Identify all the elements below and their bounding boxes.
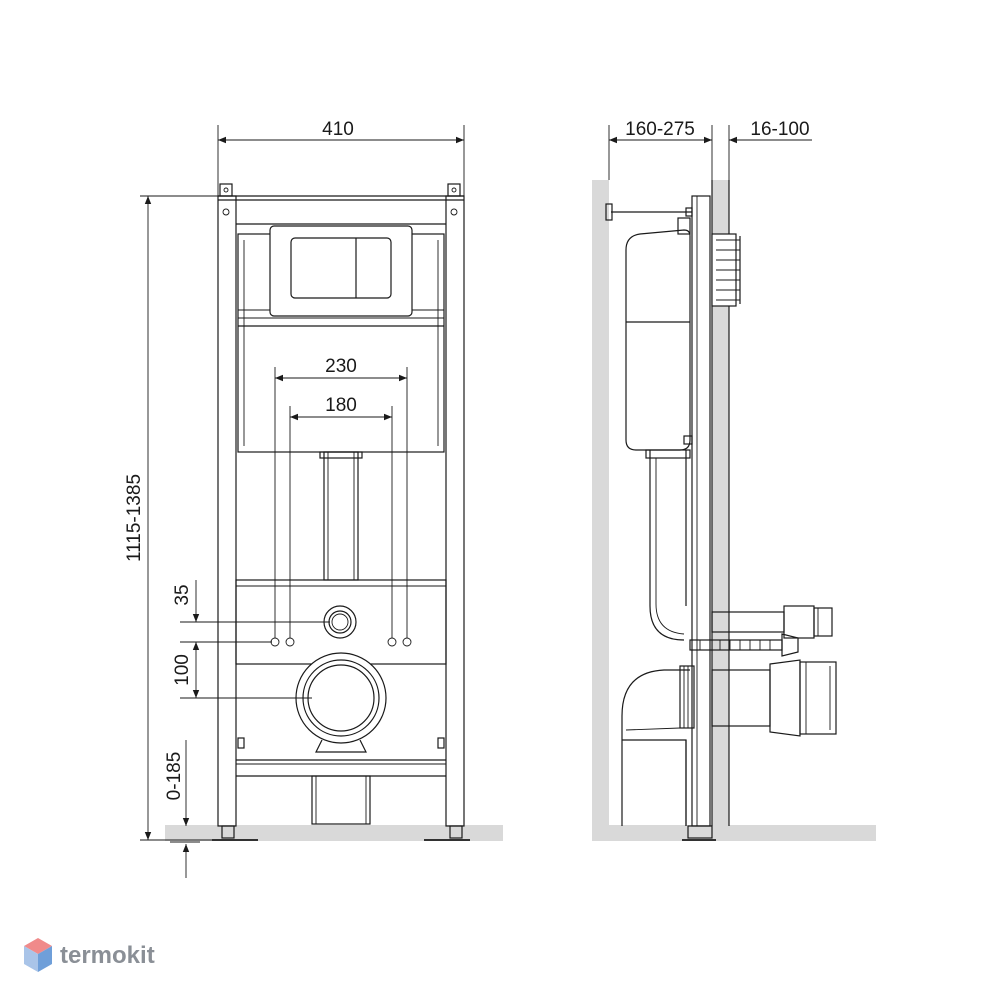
side-dimensions	[608, 125, 812, 180]
flush-pipe-side	[645, 449, 691, 641]
cistern-side	[625, 217, 693, 451]
drain-outlet-side	[711, 659, 837, 737]
wall-side	[592, 180, 609, 826]
dim-offset-drain-label: 100	[172, 654, 193, 686]
front-dimensions	[140, 125, 465, 878]
frame-post-side	[605, 195, 716, 841]
finish-panel	[712, 180, 729, 826]
brand-name: termokit	[60, 942, 155, 969]
brand-logo: termokit	[24, 938, 155, 972]
floor-front	[165, 825, 503, 841]
dim-button-outer-label: 230	[325, 356, 357, 377]
flush-bezel-side	[711, 233, 741, 307]
threaded-stud-side	[689, 633, 799, 657]
drain-bend-side	[621, 665, 695, 826]
drain-outlet-front	[295, 652, 387, 825]
frame-posts	[212, 183, 470, 841]
flush-plate	[269, 225, 413, 317]
dim-offset-top-label: 35	[172, 584, 193, 605]
mounting-studs	[270, 637, 412, 647]
side-view: 160-275 16-100	[592, 119, 876, 841]
downpipe-front	[319, 451, 363, 581]
floor-side	[592, 825, 876, 841]
dim-button-inner-label: 180	[325, 395, 357, 416]
dim-width-label: 410	[322, 119, 354, 140]
cube-icon	[24, 938, 52, 972]
front-view: 410 230 180 1115-1385 35 100 0-185	[124, 119, 503, 878]
dim-foot-adjust-label: 0-185	[164, 752, 185, 801]
dim-depth-label: 160-275	[625, 119, 695, 140]
water-inlet-side	[711, 605, 833, 639]
dim-wall-label: 16-100	[750, 119, 809, 140]
dim-height-label: 1115-1385	[124, 474, 145, 562]
